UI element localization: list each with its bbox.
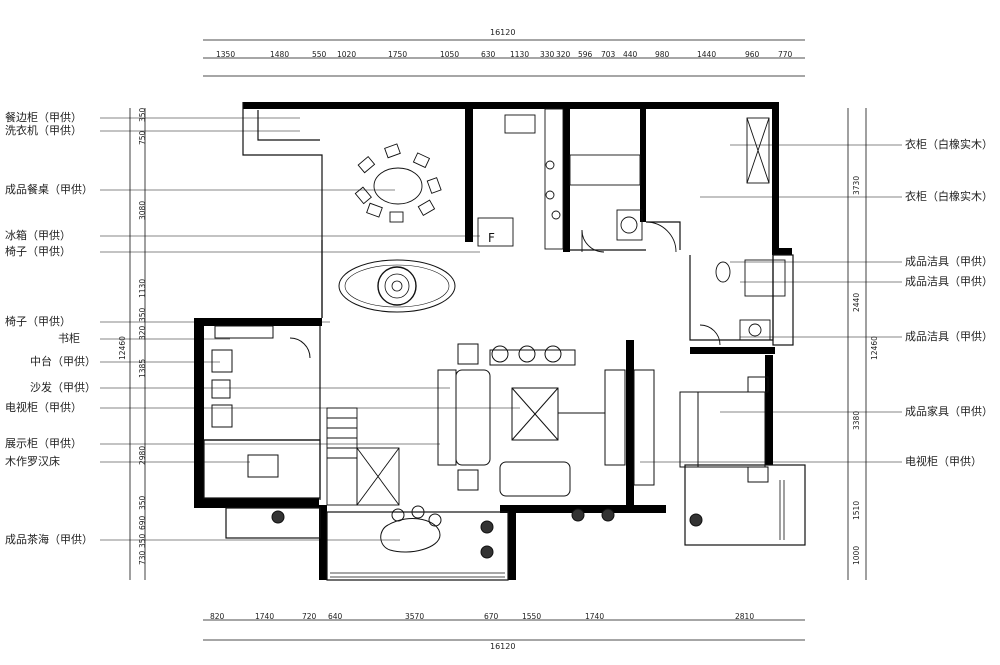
label-wardrobe: 衣柜（白橡实木） [905,138,993,151]
right-total-dimension: 12460 [870,336,879,360]
top-dim-value: 440 [623,50,638,59]
left-total-dimension: 12460 [118,336,127,360]
top-dim-value: 320 [556,50,571,59]
top-dim-value: 550 [312,50,327,59]
label-daybed: 木作罗汉床 [5,455,60,468]
top-dim-value: 980 [655,50,670,59]
top-dim-value: 596 [578,50,593,59]
walls [194,102,792,580]
bottom-dim-value: 2810 [735,612,755,621]
label-dining-table: 成品餐桌（甲供） [5,183,93,196]
label-sanitary-ware: 成品洁具（甲供） [905,330,993,343]
left-dim-value: 750 [138,130,147,145]
label-tv-cabinet: 电视柜（甲供） [5,401,82,414]
label-furniture: 成品家具（甲供） [905,405,993,418]
right-dim-value: 2440 [852,292,861,312]
label-tv-cabinet-right: 电视柜（甲供） [905,455,982,468]
left-dim-value: 1130 [138,278,147,298]
top-dim-value: 1350 [216,50,236,59]
top-dim-value: 770 [778,50,793,59]
tea-table [380,505,442,553]
top-dim-value: 1130 [510,50,530,59]
top-dim-value: 1020 [337,50,357,59]
label-bookcase: 书柜 [58,332,80,345]
interior-walls [203,102,806,581]
left-leader-lines [100,117,520,541]
top-dim-value: 960 [745,50,760,59]
top-dim-value: 330 [540,50,555,59]
wardrobe [645,117,770,253]
label-sideboard: 餐边柜（甲供） [5,111,82,124]
bathroom-right [699,259,786,346]
right-dim-value: 1000 [852,545,861,565]
living-room-furniture [437,343,626,497]
bottom-dim-value: 640 [328,612,343,621]
top-dim-value: 703 [601,50,616,59]
left-dim-value: 2980 [138,445,147,465]
left-dim-value: 350 [138,107,147,122]
bottom-total-dimension: 16120 [490,642,516,651]
right-dim-value: 3730 [852,175,861,195]
floor-medallion [338,259,456,313]
left-dim-value: 730 [138,550,147,565]
top-total-dimension: 16120 [490,28,516,37]
left-dim-value: 350 [138,307,147,322]
left-dim-value: 350 [138,495,147,510]
kitchen: F [477,108,564,250]
left-dim-value: 690 [138,515,147,530]
stairs [326,407,400,506]
label-cabinet: 椅子（甲供） [5,315,71,328]
label-tea-table: 成品茶海（甲供） [5,533,93,546]
bottom-dim-value: 1740 [585,612,605,621]
top-dim-value: 1750 [388,50,408,59]
bottom-dim-value: 820 [210,612,225,621]
label-sofa: 沙发（甲供） [30,381,96,394]
label-cabinet: 椅子（甲供） [5,245,71,258]
left-dim-value: 320 [138,325,147,340]
label-sanitary-ware: 成品洁具（甲供） [905,275,993,288]
label-display-cabinet: 展示柜（甲供） [5,437,82,450]
svg-text:F: F [488,231,495,245]
bottom-dim-value: 670 [484,612,499,621]
windows [330,480,785,578]
study-room [211,325,311,478]
label-island: 中台（甲供） [30,355,96,368]
bottom-dim-value: 3570 [405,612,425,621]
bottom-dim-value: 720 [302,612,317,621]
left-dim-value: 350 [138,533,147,548]
top-dim-value: 1440 [697,50,717,59]
right-dim-value: 1510 [852,500,861,520]
label-sanitary-ware: 成品洁具（甲供） [905,255,993,268]
plants [271,508,703,559]
label-washing-machine: 洗衣机（甲供） [5,124,82,137]
bottom-dim-value: 1740 [255,612,275,621]
label-wardrobe: 衣柜（白橡实木） [905,190,993,203]
bathroom-top [569,154,643,253]
left-dim-value: 3080 [138,200,147,220]
label-fridge: 冰箱（甲供） [5,229,71,242]
master-bedroom [633,369,769,486]
top-dim-value: 1480 [270,50,290,59]
left-dim-value: 1385 [138,358,147,378]
dining-table [354,143,442,223]
top-dim-value: 1050 [440,50,460,59]
right-dim-value: 3380 [852,410,861,430]
top-dim-value: 630 [481,50,496,59]
bottom-dim-value: 1550 [522,612,542,621]
